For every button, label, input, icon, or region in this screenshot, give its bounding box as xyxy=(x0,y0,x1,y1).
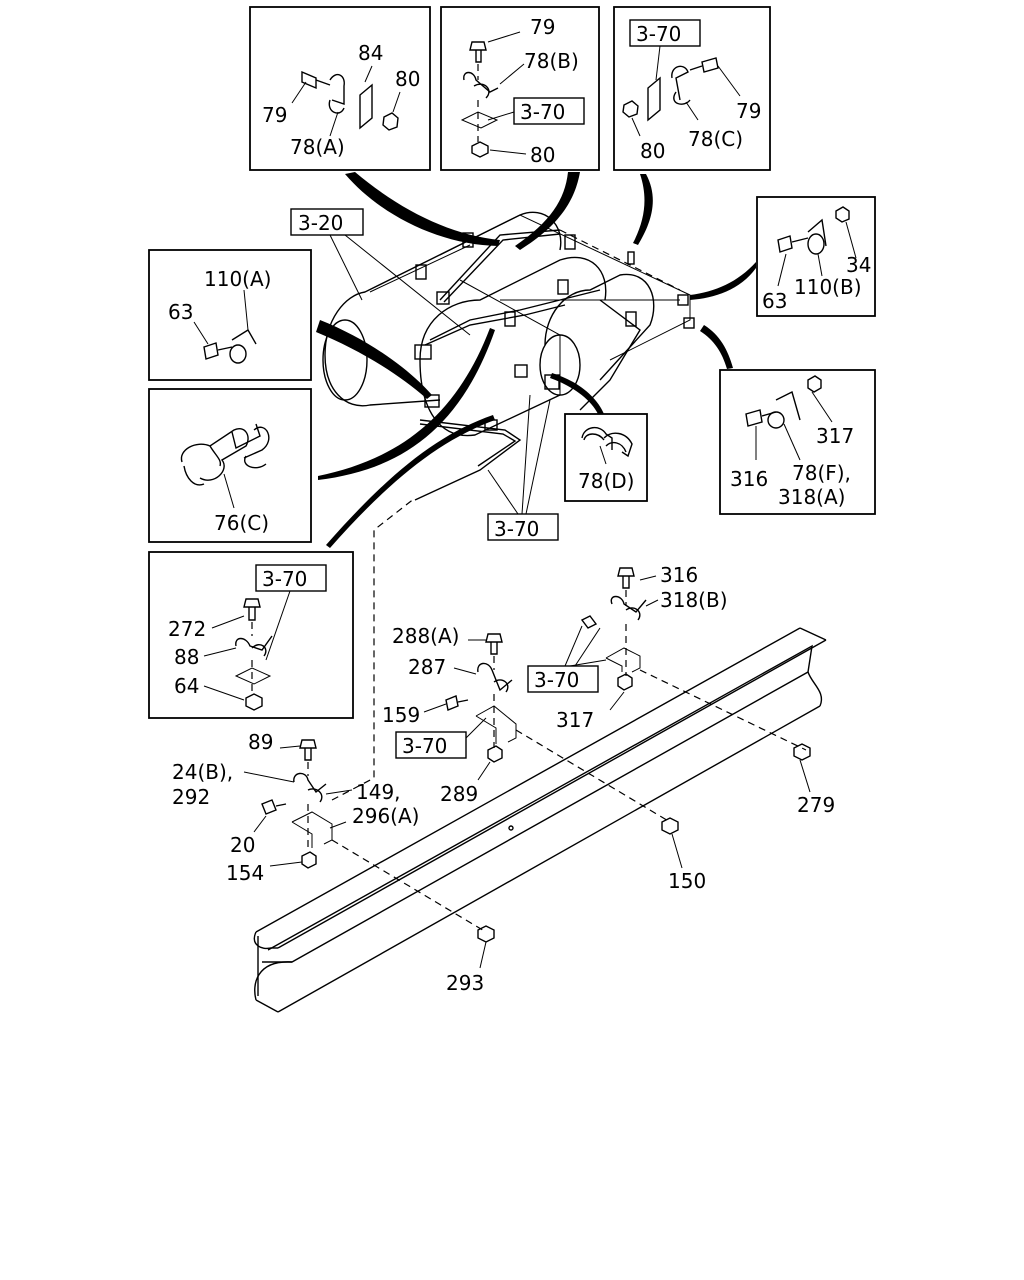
ref-3-70-right-label: 3-70 xyxy=(534,668,579,692)
main-159: 159 xyxy=(382,703,420,727)
inset6-76c: 76(C) xyxy=(214,511,269,535)
bracket-b: 288(A) 287 159 289 150 xyxy=(382,624,706,893)
main-289: 289 xyxy=(440,782,478,806)
main-293: 293 xyxy=(446,971,484,995)
dash-line-pipe xyxy=(331,497,416,801)
frame-rail xyxy=(253,627,827,1013)
inset2-79: 79 xyxy=(530,15,555,39)
bracket-a: 316 318(B) 317 279 xyxy=(556,563,835,817)
inset8-78f: 78(F), xyxy=(792,461,851,485)
inset-6: 76(C) xyxy=(148,388,312,543)
inset-7: 78(D) xyxy=(564,413,648,502)
inset8-316: 316 xyxy=(730,467,768,491)
inset7-78d: 78(D) xyxy=(578,469,634,493)
inset3-78c: 78(C) xyxy=(688,127,743,151)
inset1-84: 84 xyxy=(358,41,383,65)
inset-5: 110(A) 63 xyxy=(148,249,312,381)
leader-wedges xyxy=(316,172,756,548)
inset4-110b: 110(B) xyxy=(794,275,862,299)
inset2-80: 80 xyxy=(530,143,555,167)
main-317: 317 xyxy=(556,708,594,732)
inset5-63: 63 xyxy=(168,300,193,324)
ref-3-70-mid-label: 3-70 xyxy=(402,734,447,758)
inset2-ref: 3-70 xyxy=(520,100,565,124)
inset8-318a: 318(A) xyxy=(778,485,845,509)
inset9-272: 272 xyxy=(168,617,206,641)
ref-3-70-mid: 3-70 xyxy=(395,717,487,759)
inset5-110a: 110(A) xyxy=(204,267,271,291)
inset3-79: 79 xyxy=(736,99,761,123)
inset-8: 317 316 78(F), 318(A) xyxy=(719,369,876,515)
main-316: 316 xyxy=(660,563,698,587)
inset1-80: 80 xyxy=(395,67,420,91)
main-89: 89 xyxy=(248,730,273,754)
bracket-c: 89 24(B), 292 149, 296(A) 20 154 293 xyxy=(172,730,495,995)
inset-9: 3-70 272 88 64 xyxy=(148,551,354,719)
inset9-88: 88 xyxy=(174,645,199,669)
inset4-63: 63 xyxy=(762,289,787,313)
main-288a: 288(A) xyxy=(392,624,459,648)
exhaust-assembly xyxy=(322,211,695,501)
inset1-78a: 78(A) xyxy=(290,135,345,159)
inset9-ref: 3-70 xyxy=(262,567,307,591)
inset-3: 3-70 79 80 78(C) xyxy=(613,6,771,171)
ref-3-20-label: 3-20 xyxy=(298,211,343,235)
inset8-317: 317 xyxy=(816,424,854,448)
main-149: 149, xyxy=(356,780,401,804)
inset1-79: 79 xyxy=(262,103,287,127)
inset4-34: 34 xyxy=(846,253,871,277)
main-292: 292 xyxy=(172,785,210,809)
main-296a: 296(A) xyxy=(352,804,419,828)
main-279: 279 xyxy=(797,793,835,817)
main-24b: 24(B), xyxy=(172,760,233,784)
inset-2: 79 78(B) 3-70 80 xyxy=(440,6,600,171)
inset-1: 84 80 79 78(A) xyxy=(249,6,431,171)
inset-4: 34 63 110(B) xyxy=(756,196,876,317)
main-20: 20 xyxy=(230,833,255,857)
main-150: 150 xyxy=(668,869,706,893)
ref-3-70-lower-label: 3-70 xyxy=(494,517,539,541)
inset3-80: 80 xyxy=(640,139,665,163)
main-154: 154 xyxy=(226,861,264,885)
inset9-64: 64 xyxy=(174,674,199,698)
ref-3-70-right: 3-70 xyxy=(527,625,607,693)
inset2-78b: 78(B) xyxy=(524,49,579,73)
ref-3-20: 3-20 xyxy=(290,208,471,336)
ref-3-70-lower: 3-70 xyxy=(487,394,559,541)
main-287: 287 xyxy=(408,655,446,679)
inset3-ref: 3-70 xyxy=(636,22,681,46)
main-318b: 318(B) xyxy=(660,588,728,612)
